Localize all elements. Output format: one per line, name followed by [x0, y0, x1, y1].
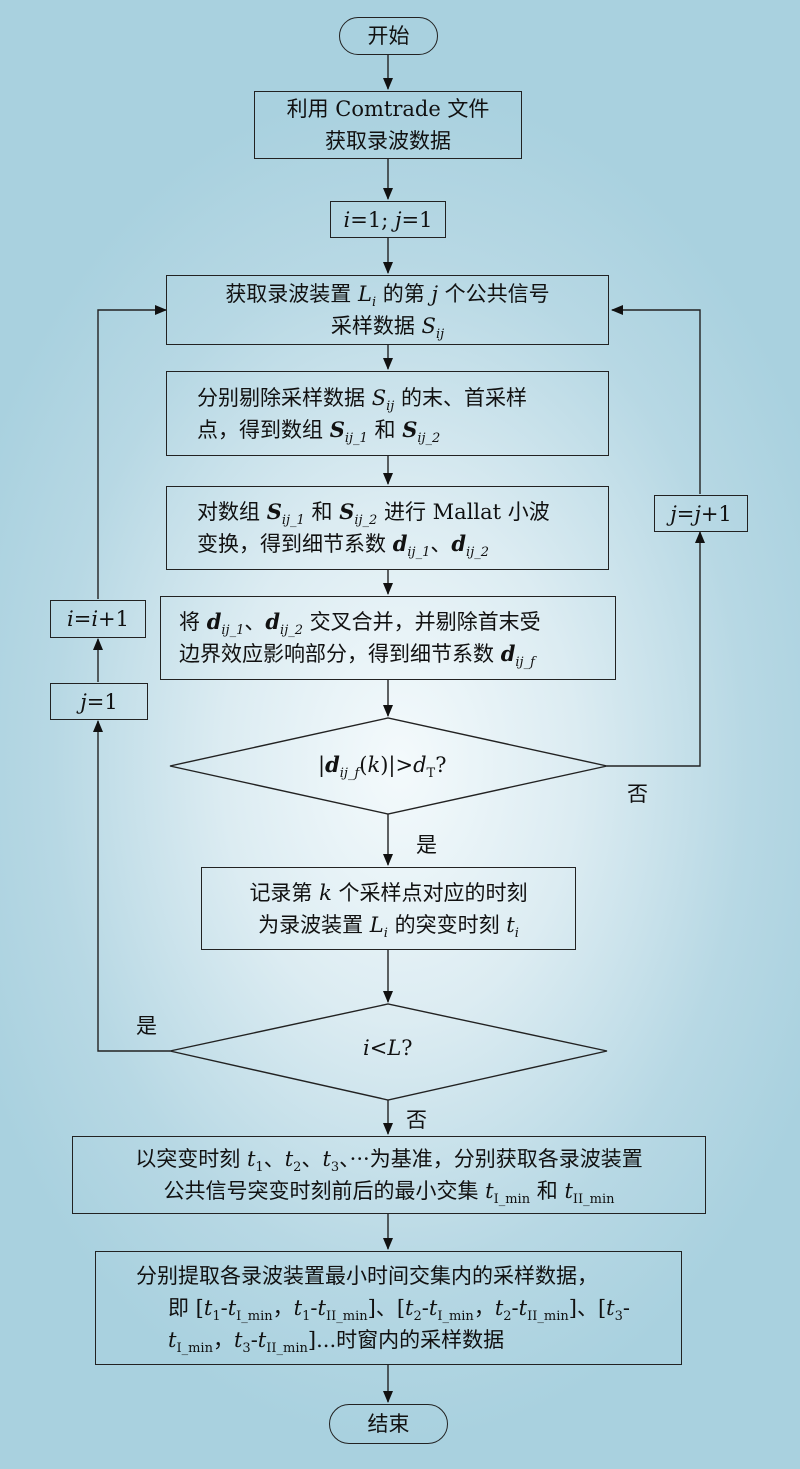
record-line2: 为录波装置 Li 的突变时刻 ti: [258, 912, 519, 941]
merge-line1: 将 dij_1、dij_2 交叉合并，并剔除首末受: [179, 609, 541, 638]
decision-diamond-2: [169, 1003, 608, 1101]
decision-diamond-1: [169, 717, 608, 815]
decision1-yes-label: 是: [416, 833, 437, 857]
step-j-increment: j=j+1: [654, 495, 748, 532]
step-minimum-intersection: 以突变时刻 t1、t2、t3、···为基准，分别获取各录波装置 公共信号突变时刻…: [72, 1136, 706, 1214]
step-read-line2: 获取录波数据: [325, 129, 451, 153]
init-eq1: =1;: [350, 207, 395, 232]
get-signal-line2: 采样数据 Sij: [330, 314, 445, 342]
arrow-j-increment-to-signal: [611, 305, 701, 494]
var-i: i: [343, 207, 351, 232]
remove-points-line1: 分别剔除采样数据 Sij 的末、首采样: [197, 385, 527, 414]
step-extract-samples: 分别提取各录波装置最小时间交集内的采样数据， 即 [t1-tI_min，t1-t…: [95, 1251, 682, 1365]
end-label: 结束: [367, 1412, 410, 1436]
decision1-no-label: 否: [627, 782, 648, 806]
decision2-condition: i<L?: [363, 1036, 413, 1060]
step-read-line1: 利用 Comtrade 文件: [286, 97, 490, 121]
get-signal-line1: 获取录波装置 Li 的第 j 个公共信号: [225, 282, 550, 310]
extract-line3: tI_min，t3-tII_min]...时窗内的采样数据: [168, 1328, 505, 1356]
decision2-yes-label: 是: [136, 1014, 157, 1038]
record-line1: 记录第 k 个采样点对应的时刻: [249, 880, 528, 905]
arrow-i-increment-to-signal: [97, 305, 167, 599]
merge-line2: 边界效应影响部分，得到细节系数 dij_f: [179, 641, 535, 670]
step-init-counters: i=1; j=1: [330, 201, 446, 238]
wavelet-line1: 对数组 Sij_1 和 Sij_2 进行 Mallat 小波: [197, 499, 550, 528]
end-terminal: 结束: [329, 1404, 448, 1444]
wavelet-line2: 变换，得到细节系数 dij_1、dij_2: [197, 531, 489, 560]
extract-line2: 即 [t1-tI_min，t1-tII_min]、[t2-tI_min，t2-t…: [168, 1296, 630, 1324]
remove-points-line2: 点，得到数组 Sij_1 和 Sij_2: [197, 416, 441, 446]
step-merge-coefficients: 将 dij_1、dij_2 交叉合并，并剔除首末受 边界效应影响部分，得到细节系…: [160, 596, 616, 680]
step-wavelet-transform: 对数组 Sij_1 和 Sij_2 进行 Mallat 小波 变换，得到细节系数…: [166, 486, 609, 570]
start-terminal: 开始: [339, 17, 438, 55]
init-eq2: =1: [401, 207, 433, 232]
step-remove-points: 分别剔除采样数据 Sij 的末、首采样 点，得到数组 Sij_1 和 Sij_2: [166, 371, 609, 456]
start-label: 开始: [367, 24, 410, 48]
extract-line1: 分别提取各录波装置最小时间交集内的采样数据，: [136, 1264, 598, 1288]
step-j-reset: j=1: [50, 683, 148, 720]
arrow-decision2-yes-to-j-reset: [93, 720, 170, 1052]
step-read-comtrade: 利用 Comtrade 文件 获取录波数据: [254, 91, 522, 159]
decision2-no-label: 否: [406, 1108, 427, 1132]
baseline-line1: 以突变时刻 t1、t2、t3、···为基准，分别获取各录波装置: [135, 1147, 643, 1175]
decision1-condition: |dij_f(k)|>dT?: [318, 752, 447, 781]
var-j: j: [394, 207, 402, 232]
arrow-decision1-no-to-j-increment: [607, 531, 705, 767]
step-get-signal: 获取录波装置 Li 的第 j 个公共信号 采样数据 Sij: [166, 275, 609, 345]
baseline-line2: 公共信号突变时刻前后的最小交集 tI_min 和 tII_min: [163, 1179, 615, 1207]
step-i-increment: i=i+1: [50, 600, 146, 638]
step-record-mutation-time: 记录第 k 个采样点对应的时刻 为录波装置 Li 的突变时刻 ti: [201, 867, 576, 950]
